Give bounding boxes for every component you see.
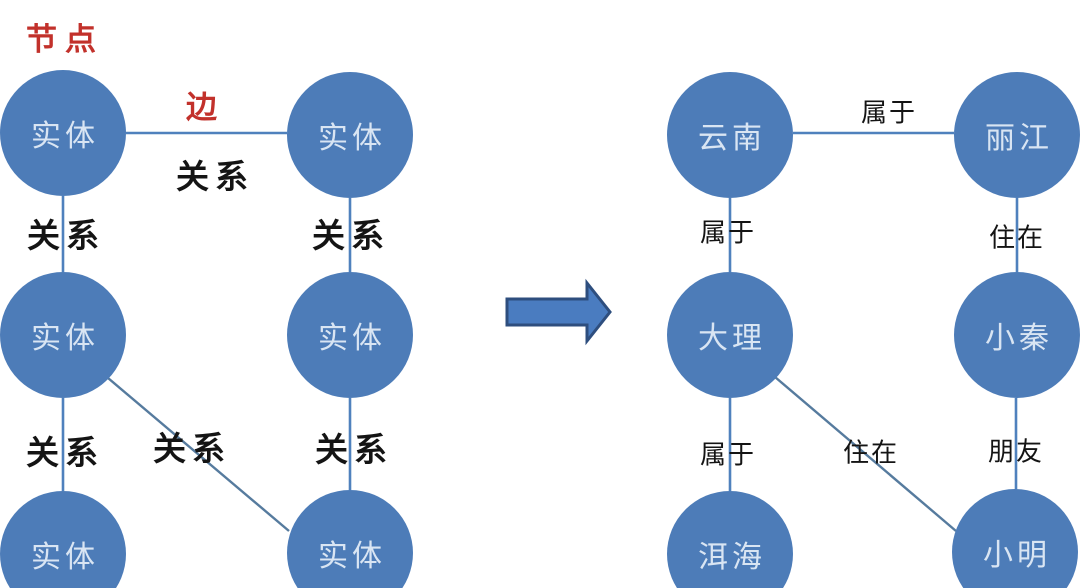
right-edge-label-left-lower: 属于: [699, 440, 757, 470]
left-edge-label-right-upper: 关系: [312, 219, 390, 255]
left-node-entity-4: 实体: [287, 272, 413, 398]
node-callout-label: 节点: [26, 22, 104, 57]
node-xiaoqin: 小秦: [954, 272, 1080, 398]
left-node-entity-1: 实体: [0, 70, 126, 196]
left-node-entity-3: 实体: [0, 272, 126, 398]
left-node-entity-6: 实体: [287, 490, 413, 588]
right-edge-label-right-lower: 朋友: [987, 437, 1045, 467]
left-edge-label-right-lower: 关系: [315, 433, 393, 469]
node-yunnan: 云南: [667, 72, 793, 198]
edge-callout-label: 边: [186, 90, 217, 125]
transform-right-arrow-icon: [505, 278, 612, 346]
left-edge-label-left-upper: 关系: [27, 219, 105, 255]
right-edge-label-left-upper: 属于: [699, 218, 757, 248]
node-dali: 大理: [667, 272, 793, 398]
edge-line-diagonal: [774, 376, 957, 532]
right-edge-label-top: 属于: [860, 98, 918, 128]
edge-line-diagonal: [107, 377, 290, 532]
left-edge-label-top: 关系: [176, 160, 254, 196]
left-edge-label-diagonal: 关系: [153, 432, 231, 468]
right-edge-label-diagonal: 住在: [842, 438, 900, 468]
node-lijiang: 丽江: [954, 72, 1080, 198]
right-edge-label-right-upper: 住在: [988, 223, 1046, 253]
node-erhai: 洱海: [667, 491, 793, 588]
node-xiaoming: 小明: [952, 489, 1078, 588]
left-node-entity-5: 实体: [0, 491, 126, 588]
left-node-entity-2: 实体: [287, 72, 413, 198]
left-edge-label-left-lower: 关系: [26, 436, 104, 472]
